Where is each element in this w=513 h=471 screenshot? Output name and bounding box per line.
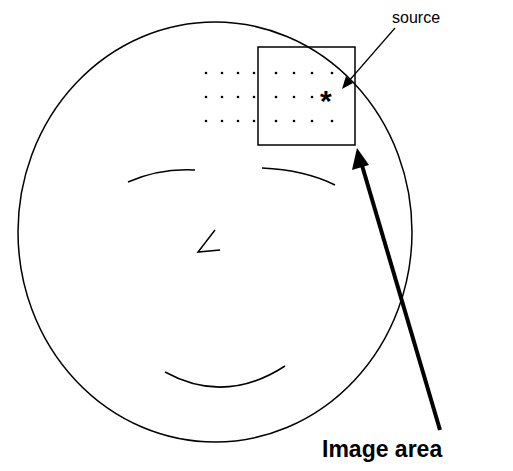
head-outline — [18, 22, 412, 442]
image-area-label: Image area — [322, 438, 442, 461]
image-area-leader — [361, 162, 440, 430]
left-eye — [128, 170, 195, 182]
source-arrowhead — [342, 76, 353, 89]
electrode-grid — [205, 72, 334, 123]
image-area-box — [258, 47, 355, 145]
right-eye — [262, 168, 335, 185]
mouth — [165, 366, 285, 387]
source-leader — [348, 28, 395, 82]
image-area-arrowhead — [352, 148, 369, 170]
nose — [198, 230, 220, 252]
source-star: * — [320, 86, 332, 116]
source-label: source — [392, 10, 440, 26]
